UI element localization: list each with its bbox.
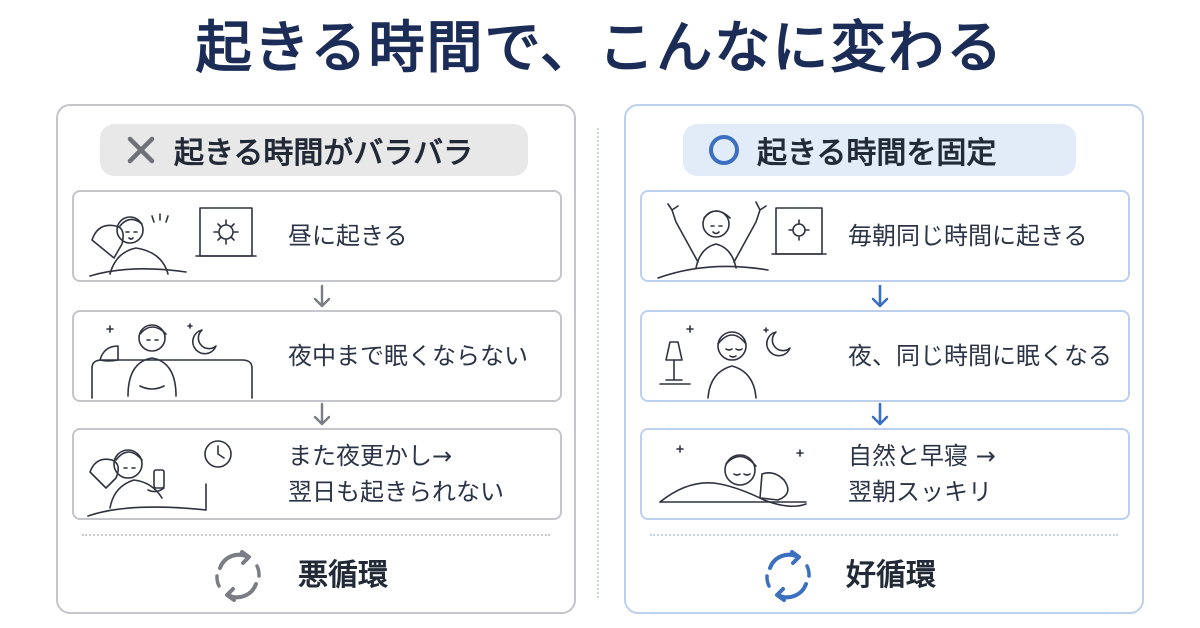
fixed-wake-panel: 起きる時間を固定 毎朝同じ時間に起きる [624, 104, 1144, 614]
circle-icon [709, 135, 739, 165]
person-in-bed-daylight-icon [89, 207, 257, 277]
cycle-arrows-icon [215, 550, 261, 602]
irregular-wake-panel: 起きる時間がバラバラ 昼に起きる [56, 104, 576, 614]
step-card: 自然と早寝 → 翌朝スッキリ [640, 428, 1130, 520]
dotted-separator [82, 534, 550, 536]
step-card: 夜中まで眠くならない [72, 310, 562, 402]
step-text: また夜更かし→ [288, 442, 453, 470]
cycle-label: 悪循環 [298, 558, 388, 593]
step-text: 翌日も起きられない [288, 478, 504, 506]
arrow-down-icon [871, 284, 889, 308]
step-text: 夜中まで眠くならない [288, 342, 528, 370]
person-using-phone-in-bed-icon [87, 440, 232, 517]
panel-header: 起きる時間を固定 [683, 124, 1076, 176]
panel-header: 起きる時間がバラバラ [100, 124, 528, 176]
person-sleepy-at-night-icon [659, 325, 791, 399]
step-card: 昼に起きる [72, 190, 562, 282]
step-text: 毎朝同じ時間に起きる [848, 222, 1088, 250]
cycle-arrows-icon [765, 550, 811, 602]
step-card: 毎朝同じ時間に起きる [640, 190, 1130, 282]
person-awake-at-night-icon [91, 323, 253, 399]
step-text: 昼に起きる [288, 222, 408, 250]
dotted-separator [650, 534, 1118, 536]
center-divider [597, 128, 599, 598]
step-text: 夜、同じ時間に眠くなる [848, 342, 1112, 370]
arrow-down-icon [871, 402, 889, 426]
step-card: 夜、同じ時間に眠くなる [640, 310, 1130, 402]
step-text: 翌朝スッキリ [848, 478, 992, 506]
panel-header-label: 起きる時間を固定 [757, 136, 997, 171]
arrow-down-icon [313, 402, 331, 426]
arrow-down-icon [313, 284, 331, 308]
step-card: また夜更かし→ 翌日も起きられない [72, 428, 562, 520]
person-stretching-morning-icon [657, 201, 827, 279]
cross-icon [127, 136, 155, 164]
step-text: 自然と早寝 → [848, 442, 996, 470]
cycle-label: 好循環 [846, 558, 936, 593]
person-sleeping-peacefully-icon [659, 445, 807, 508]
panel-header-label: 起きる時間がバラバラ [174, 136, 474, 171]
page-title: 起きる時間で、こんなに変わる [195, 16, 1005, 81]
